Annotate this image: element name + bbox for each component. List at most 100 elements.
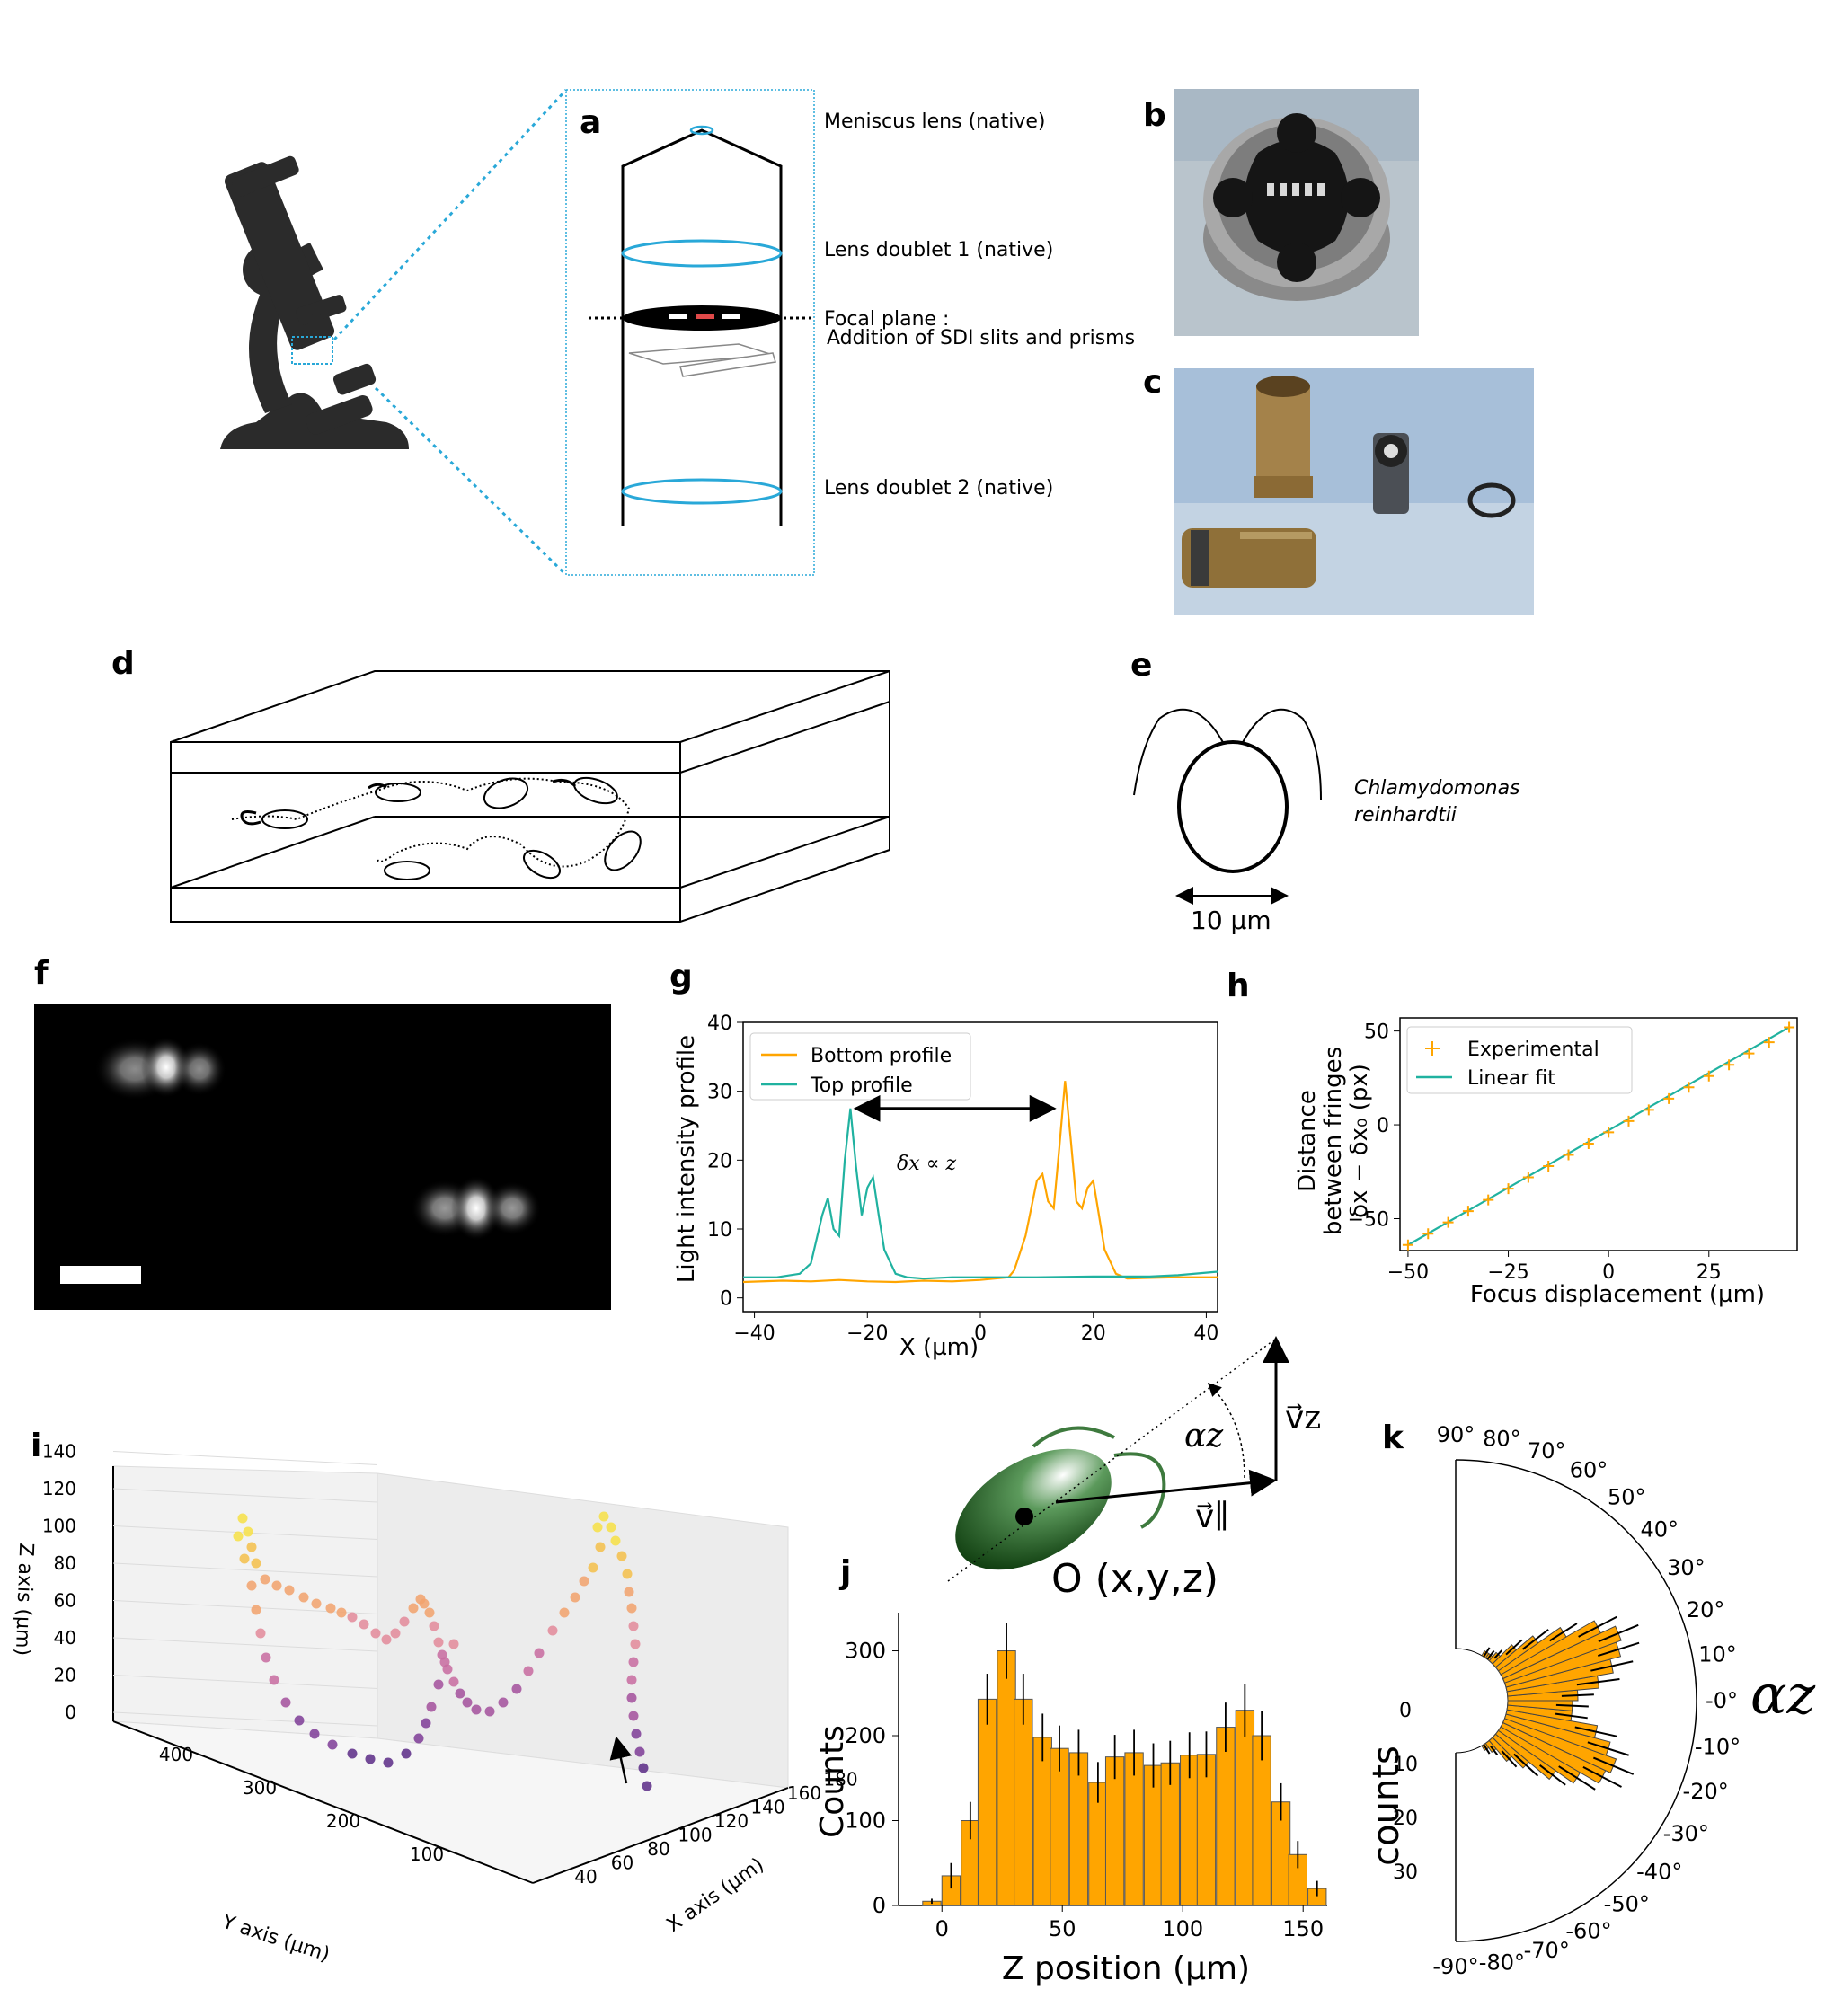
- h-legend-swatch: [1425, 1041, 1440, 1056]
- i-trajectory-point: [588, 1562, 598, 1573]
- i-xtick-label: 180: [823, 1769, 857, 1791]
- k-angle-tick-label: -50°: [1604, 1892, 1650, 1917]
- i-trajectory-point: [271, 1580, 282, 1591]
- zoom-line-bottom: [374, 386, 568, 577]
- g-ytick-label: 30: [707, 1082, 732, 1104]
- i-trajectory-point: [598, 1511, 609, 1522]
- j-bar: [1104, 1756, 1125, 1906]
- k-bar: [1503, 1713, 1611, 1756]
- i-ztick-label: 120: [42, 1478, 76, 1499]
- h-data-point: [1643, 1104, 1654, 1116]
- i-trajectory-point: [606, 1522, 616, 1533]
- k-radial-tick-label: 20: [1393, 1808, 1418, 1830]
- k-error-bar: [1558, 1765, 1596, 1791]
- i-trajectory-point: [325, 1603, 336, 1614]
- i-xtick-label: 120: [714, 1810, 749, 1832]
- k-error-bar: [1483, 1744, 1491, 1755]
- h-xtick-label: −50: [1387, 1261, 1429, 1284]
- h-ytick-label: −50: [1348, 1208, 1389, 1231]
- panel-label-j: j: [838, 1554, 851, 1591]
- i-trajectory-point: [261, 1652, 271, 1663]
- i-trajectory-point: [534, 1648, 545, 1658]
- h-xlabel: Focus displacement (µm): [1470, 1281, 1765, 1308]
- k-bar: [1502, 1718, 1617, 1773]
- panel-label-b: b: [1143, 97, 1166, 134]
- j-xlabel: Z position (µm): [1002, 1950, 1250, 1987]
- k-bar: [1505, 1709, 1599, 1739]
- i-trajectory-point: [433, 1679, 444, 1690]
- k-error-bar: [1555, 1703, 1589, 1708]
- k-angle-tick-label: 30°: [1667, 1555, 1706, 1580]
- k-error-bar: [1576, 1677, 1620, 1686]
- k-angle-tick-label: 20°: [1687, 1597, 1725, 1623]
- g-annotation: δx ∝ z: [897, 1153, 957, 1175]
- h-ytick-label: 50: [1364, 1021, 1389, 1044]
- i-trajectory-point: [415, 1594, 426, 1605]
- i-trajectory-point: [298, 1592, 309, 1603]
- i-trajectory-point: [448, 1676, 459, 1687]
- i-trajectory-point: [433, 1637, 444, 1648]
- i-trajectory-point: [559, 1607, 570, 1618]
- k-radial-tick-label: 10: [1393, 1754, 1418, 1776]
- i-ylabel: Y axis (µm): [218, 1910, 332, 1966]
- k-angle-tick-label: 40°: [1640, 1517, 1679, 1543]
- i-grid-line: [112, 1488, 378, 1503]
- h-data-point: [1522, 1172, 1534, 1183]
- i-trajectory-point: [383, 1757, 394, 1768]
- velocity-schematic: [947, 1336, 1289, 1582]
- k-error-bar: [1590, 1660, 1634, 1672]
- k-error-bar: [1486, 1649, 1495, 1660]
- i-trajectory-point: [233, 1531, 244, 1542]
- i-trajectory-point: [294, 1715, 305, 1726]
- i-ytick-label: 300: [243, 1777, 277, 1799]
- i-ytick-label: 200: [326, 1810, 360, 1832]
- k-error-bar: [1539, 1764, 1566, 1786]
- k-bar: [1502, 1625, 1622, 1684]
- i-trajectory-point: [628, 1657, 639, 1667]
- microscope-icon: [220, 155, 409, 449]
- i-trajectory-point: [390, 1628, 401, 1639]
- i-trajectory-point: [626, 1675, 637, 1685]
- i-trajectory-point: [311, 1598, 322, 1609]
- h-data-point: [1603, 1127, 1615, 1138]
- i-trajectory-point: [246, 1580, 257, 1591]
- h-data-point: [1663, 1092, 1675, 1104]
- g-xtick-label: −20: [846, 1322, 888, 1345]
- panel-c-photo: [1174, 368, 1534, 615]
- k-angle-tick-label: -30°: [1663, 1821, 1709, 1846]
- panel-label-g: g: [669, 959, 693, 995]
- h-ylabel-3: δx − δx₀ (px): [1346, 1064, 1373, 1218]
- g-ytick-label: 10: [707, 1219, 732, 1242]
- i-trajectory-point: [455, 1688, 465, 1699]
- i-ztick-label: 100: [42, 1516, 76, 1537]
- i-trajectory-point: [626, 1693, 637, 1703]
- k-angle-tick-label: -40°: [1636, 1859, 1682, 1884]
- panel-label-f: f: [34, 955, 49, 992]
- g-xtick-label: −40: [733, 1322, 775, 1345]
- i-direction-arrow: [609, 1736, 633, 1784]
- h-legend-label: Linear fit: [1467, 1067, 1555, 1090]
- i-xtick-label: 100: [678, 1825, 712, 1846]
- k-angle-tick-label: 80°: [1483, 1426, 1521, 1451]
- j-bar: [1252, 1735, 1271, 1906]
- i-trajectory-point: [255, 1628, 266, 1639]
- k-error-bar: [1505, 1639, 1523, 1656]
- label-doublet-1: Lens doublet 1 (native): [824, 239, 1053, 261]
- i-trajectory-point: [498, 1697, 509, 1708]
- j-ytick-label: 100: [845, 1808, 886, 1834]
- i-trajectory-point: [484, 1706, 495, 1717]
- h-data-point: [1402, 1239, 1413, 1251]
- panel-label-c: c: [1143, 364, 1162, 401]
- chart-k: 90°80°70°60°50°40°30°20°10°-0°-10°-20°-3…: [1393, 1422, 1741, 1979]
- i-trajectory-point: [370, 1628, 381, 1639]
- i-trajectory-point: [439, 1657, 450, 1667]
- i-trajectory-point: [347, 1612, 358, 1623]
- k-angle-tick-label: 60°: [1570, 1458, 1608, 1483]
- i-grid-line: [112, 1675, 378, 1689]
- k-angle-tick-label: 70°: [1528, 1438, 1566, 1463]
- i-trajectory-point: [309, 1729, 320, 1739]
- i-trajectory-point: [251, 1605, 261, 1615]
- j-ylabel: Counts: [814, 1725, 851, 1838]
- i-trajectory-point: [471, 1704, 482, 1715]
